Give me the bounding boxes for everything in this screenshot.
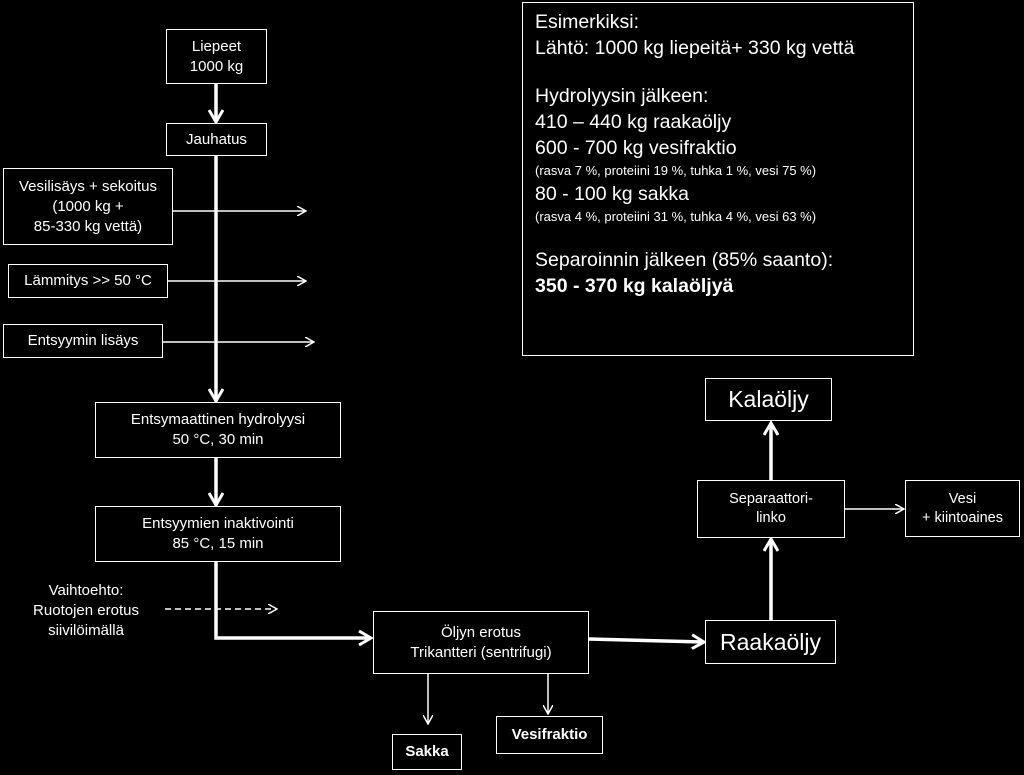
info-start: Lähtö: 1000 kg liepeitä+ 330 kg vettä bbox=[535, 37, 855, 59]
info-sediment: 80 - 100 kg sakka bbox=[535, 183, 689, 205]
box-separaattori: Separaattori-linko bbox=[697, 480, 845, 538]
info-water-fraction-comp: (rasva 7 %, proteiini 19 %, tuhka 1 %, v… bbox=[535, 163, 817, 178]
info-title: Esimerkiksi: bbox=[535, 11, 640, 33]
box-kalaoljy: Kalaöljy bbox=[705, 378, 832, 421]
box-entsyymin-lisays: Entsyymin lisäys bbox=[3, 324, 163, 358]
info-fish-oil: 350 - 370 kg kalaöljyä bbox=[535, 275, 734, 297]
box-raakaoljy: Raakaöljy bbox=[705, 620, 836, 664]
info-after-separation: Separoinnin jälkeen (85% saanto): bbox=[535, 249, 834, 271]
box-sakka: Sakka bbox=[392, 734, 462, 770]
info-sediment-comp: (rasva 4 %, proteiini 31 %, tuhka 4 %, v… bbox=[535, 209, 817, 224]
info-water-fraction: 600 - 700 kg vesifraktio bbox=[535, 137, 737, 159]
box-vesi: Vesi+ kiintoaines bbox=[905, 480, 1020, 537]
arrow-erotus-raakaoljy bbox=[588, 639, 703, 642]
box-vesifraktio: Vesifraktio bbox=[496, 716, 603, 754]
info-box: Esimerkiksi: Lähtö: 1000 kg liepeitä+ 33… bbox=[522, 2, 914, 356]
box-lammitys: Lämmitys >> 50 °C bbox=[8, 264, 168, 298]
info-raw-oil: 410 – 440 kg raakaöljy bbox=[535, 111, 732, 133]
info-after-hydrolysis: Hydrolyysin jälkeen: bbox=[535, 85, 709, 107]
box-vesilisays: Vesilisäys + sekoitus(1000 kg +85-330 kg… bbox=[3, 168, 173, 245]
box-jauhatus: Jauhatus bbox=[166, 123, 267, 156]
option-note: Vaihtoehto: Ruotojen erotus siivilöimäll… bbox=[33, 582, 139, 639]
arrow-inaktivointi-oljyn-erotus bbox=[214, 562, 370, 638]
